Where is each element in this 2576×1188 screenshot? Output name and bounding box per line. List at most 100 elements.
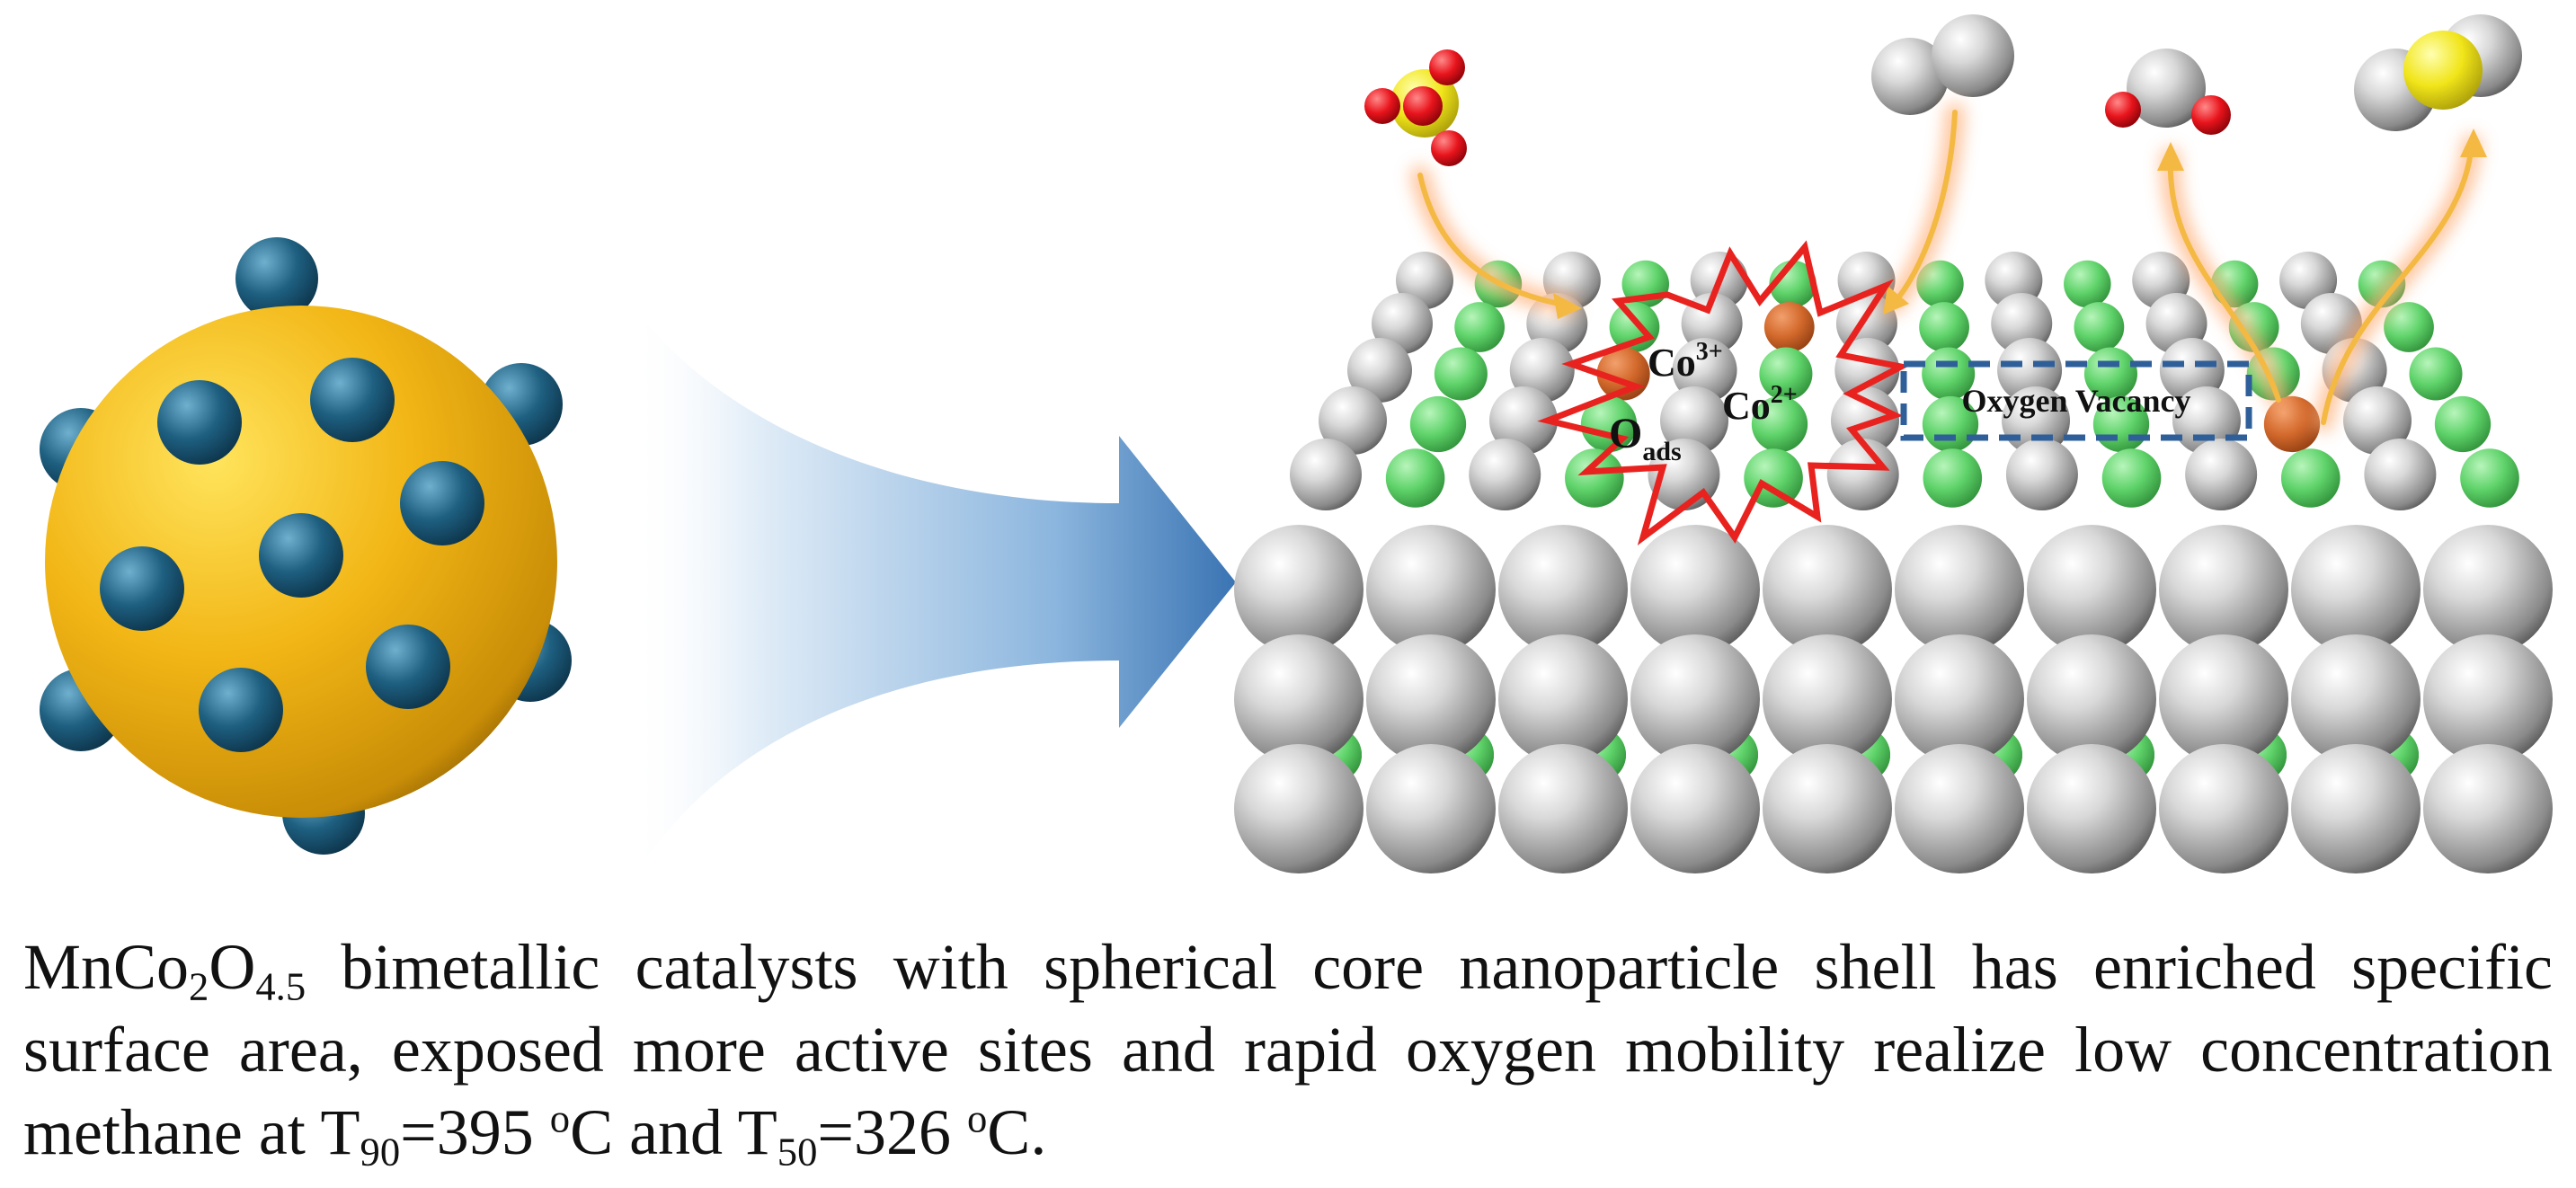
- flow-arrow-out: [2167, 155, 2281, 403]
- surface-atom: [2185, 439, 2258, 510]
- shell-particle: [259, 513, 343, 598]
- flow-arrows: [1410, 102, 2487, 432]
- transition-arrow: [629, 301, 1236, 885]
- surface-atom: [1319, 386, 1387, 455]
- core-shell-nanoparticle: [40, 237, 572, 855]
- oxygen-vacancy-box: [1900, 360, 2252, 441]
- surface-atom: [1498, 525, 1628, 654]
- active-site: [2074, 302, 2125, 352]
- active-site: [1916, 260, 1964, 308]
- active-site: [1385, 448, 1445, 508]
- surface-atom: [1509, 338, 1575, 403]
- dopant-site: [1763, 302, 1815, 352]
- surface-atom: [2343, 386, 2412, 455]
- surface-atom: [2291, 634, 2421, 764]
- arrowhead: [2157, 142, 2184, 171]
- dopant-site: [2263, 395, 2321, 453]
- shell-particle: [199, 668, 283, 752]
- surface-atom: [1290, 439, 1362, 510]
- surface-atom: [1366, 634, 1496, 764]
- shell-particle: [366, 625, 450, 709]
- surface-atom: [1672, 338, 1737, 403]
- active-site: [2083, 347, 2137, 401]
- surface-atom: [1469, 439, 1541, 510]
- flow-arrow-out: [1889, 110, 1958, 308]
- surface-atom: [1234, 744, 1364, 873]
- surface-atom: [2027, 744, 2156, 873]
- active-site: [2384, 302, 2434, 352]
- surface-atom: [2159, 744, 2288, 873]
- surface-atom: [1660, 386, 1728, 455]
- surface-atom: [1895, 525, 2024, 654]
- surface-atom: [1366, 525, 1496, 654]
- active-site: [1434, 347, 1488, 401]
- active-site: [1454, 302, 1506, 352]
- surface-atom: [1763, 744, 1892, 873]
- surface-atom: [1763, 525, 1892, 654]
- surface-atom: [1489, 386, 1558, 455]
- surface-atom: [1763, 634, 1892, 764]
- surface-atom: [1347, 338, 1412, 403]
- surface-atom: [1895, 744, 2024, 873]
- surface-atom: [1630, 744, 1760, 873]
- surface-atom: [1498, 634, 1628, 764]
- surface-atom: [2005, 439, 2078, 510]
- surface-atom: [1630, 525, 1760, 654]
- surface-atom: [2423, 525, 2553, 654]
- arrowhead: [1553, 293, 1582, 319]
- co3-label: Co3+: [1648, 338, 1723, 385]
- oads-label: Oads: [1609, 410, 1682, 466]
- surface-atom: [1234, 525, 1364, 654]
- sulfate-molecule: [1364, 49, 1467, 166]
- flow-arrow-in: [1417, 173, 1571, 308]
- molecules: [1364, 14, 2522, 166]
- flow-arrow-out: [2321, 141, 2474, 425]
- co2-molecule: [2105, 49, 2231, 135]
- co2-label: Co2+: [1722, 381, 1798, 428]
- surface-atom: [1895, 634, 2024, 764]
- surface-atom: [2159, 338, 2225, 403]
- arrowhead: [2460, 129, 2487, 157]
- figure-caption: MnCo2O4.5 bimetallic catalysts with sphe…: [23, 931, 2553, 1175]
- surface-atom: [2364, 439, 2437, 510]
- catalyst-diagram: Co3+ Co2+ Oads Oxygen Vacancy: [40, 14, 2553, 885]
- active-site: [1751, 395, 1808, 453]
- oxygen-vacancy-label: Oxygen Vacancy: [1961, 383, 2190, 419]
- surface-atom: [1366, 744, 1496, 873]
- h2-molecule: [1871, 14, 2014, 115]
- surface-atom: [2172, 386, 2241, 455]
- surface-atom: [1630, 634, 1760, 764]
- active-site: [1565, 448, 1624, 508]
- active-site-burst: [1537, 240, 1911, 545]
- surface-atom: [2423, 744, 2553, 873]
- shell-particle: [235, 237, 318, 320]
- surface-atom: [2027, 525, 2156, 654]
- shell-particle: [100, 546, 184, 631]
- surface-atom: [1997, 338, 2063, 403]
- surface-atom: [1498, 744, 1628, 873]
- catalyst-surface-lattice: [1234, 252, 2553, 873]
- active-site: [1409, 395, 1467, 453]
- active-site: [1759, 347, 1813, 401]
- surface-atom: [2159, 634, 2288, 764]
- surface-atom: [2291, 744, 2421, 873]
- active-site: [2064, 260, 2111, 308]
- shell-particle: [157, 380, 242, 465]
- surface-atom: [2423, 634, 2553, 764]
- surface-atom: [1826, 439, 1899, 510]
- active-site: [2409, 347, 2463, 401]
- shell-particle: [310, 358, 395, 442]
- surface-atom: [2159, 525, 2288, 654]
- active-site: [2434, 395, 2492, 453]
- shell-particle: [400, 461, 484, 545]
- active-site: [2280, 448, 2341, 508]
- surface-atom: [2291, 525, 2421, 654]
- active-site: [1923, 448, 1983, 508]
- surface-atom: [1831, 386, 1899, 455]
- active-site: [1919, 302, 1969, 352]
- surface-atom: [1234, 634, 1364, 764]
- active-site: [1922, 347, 1976, 401]
- active-site: [2460, 448, 2519, 508]
- arrowhead: [1883, 286, 1909, 315]
- surface-atom: [2027, 634, 2156, 764]
